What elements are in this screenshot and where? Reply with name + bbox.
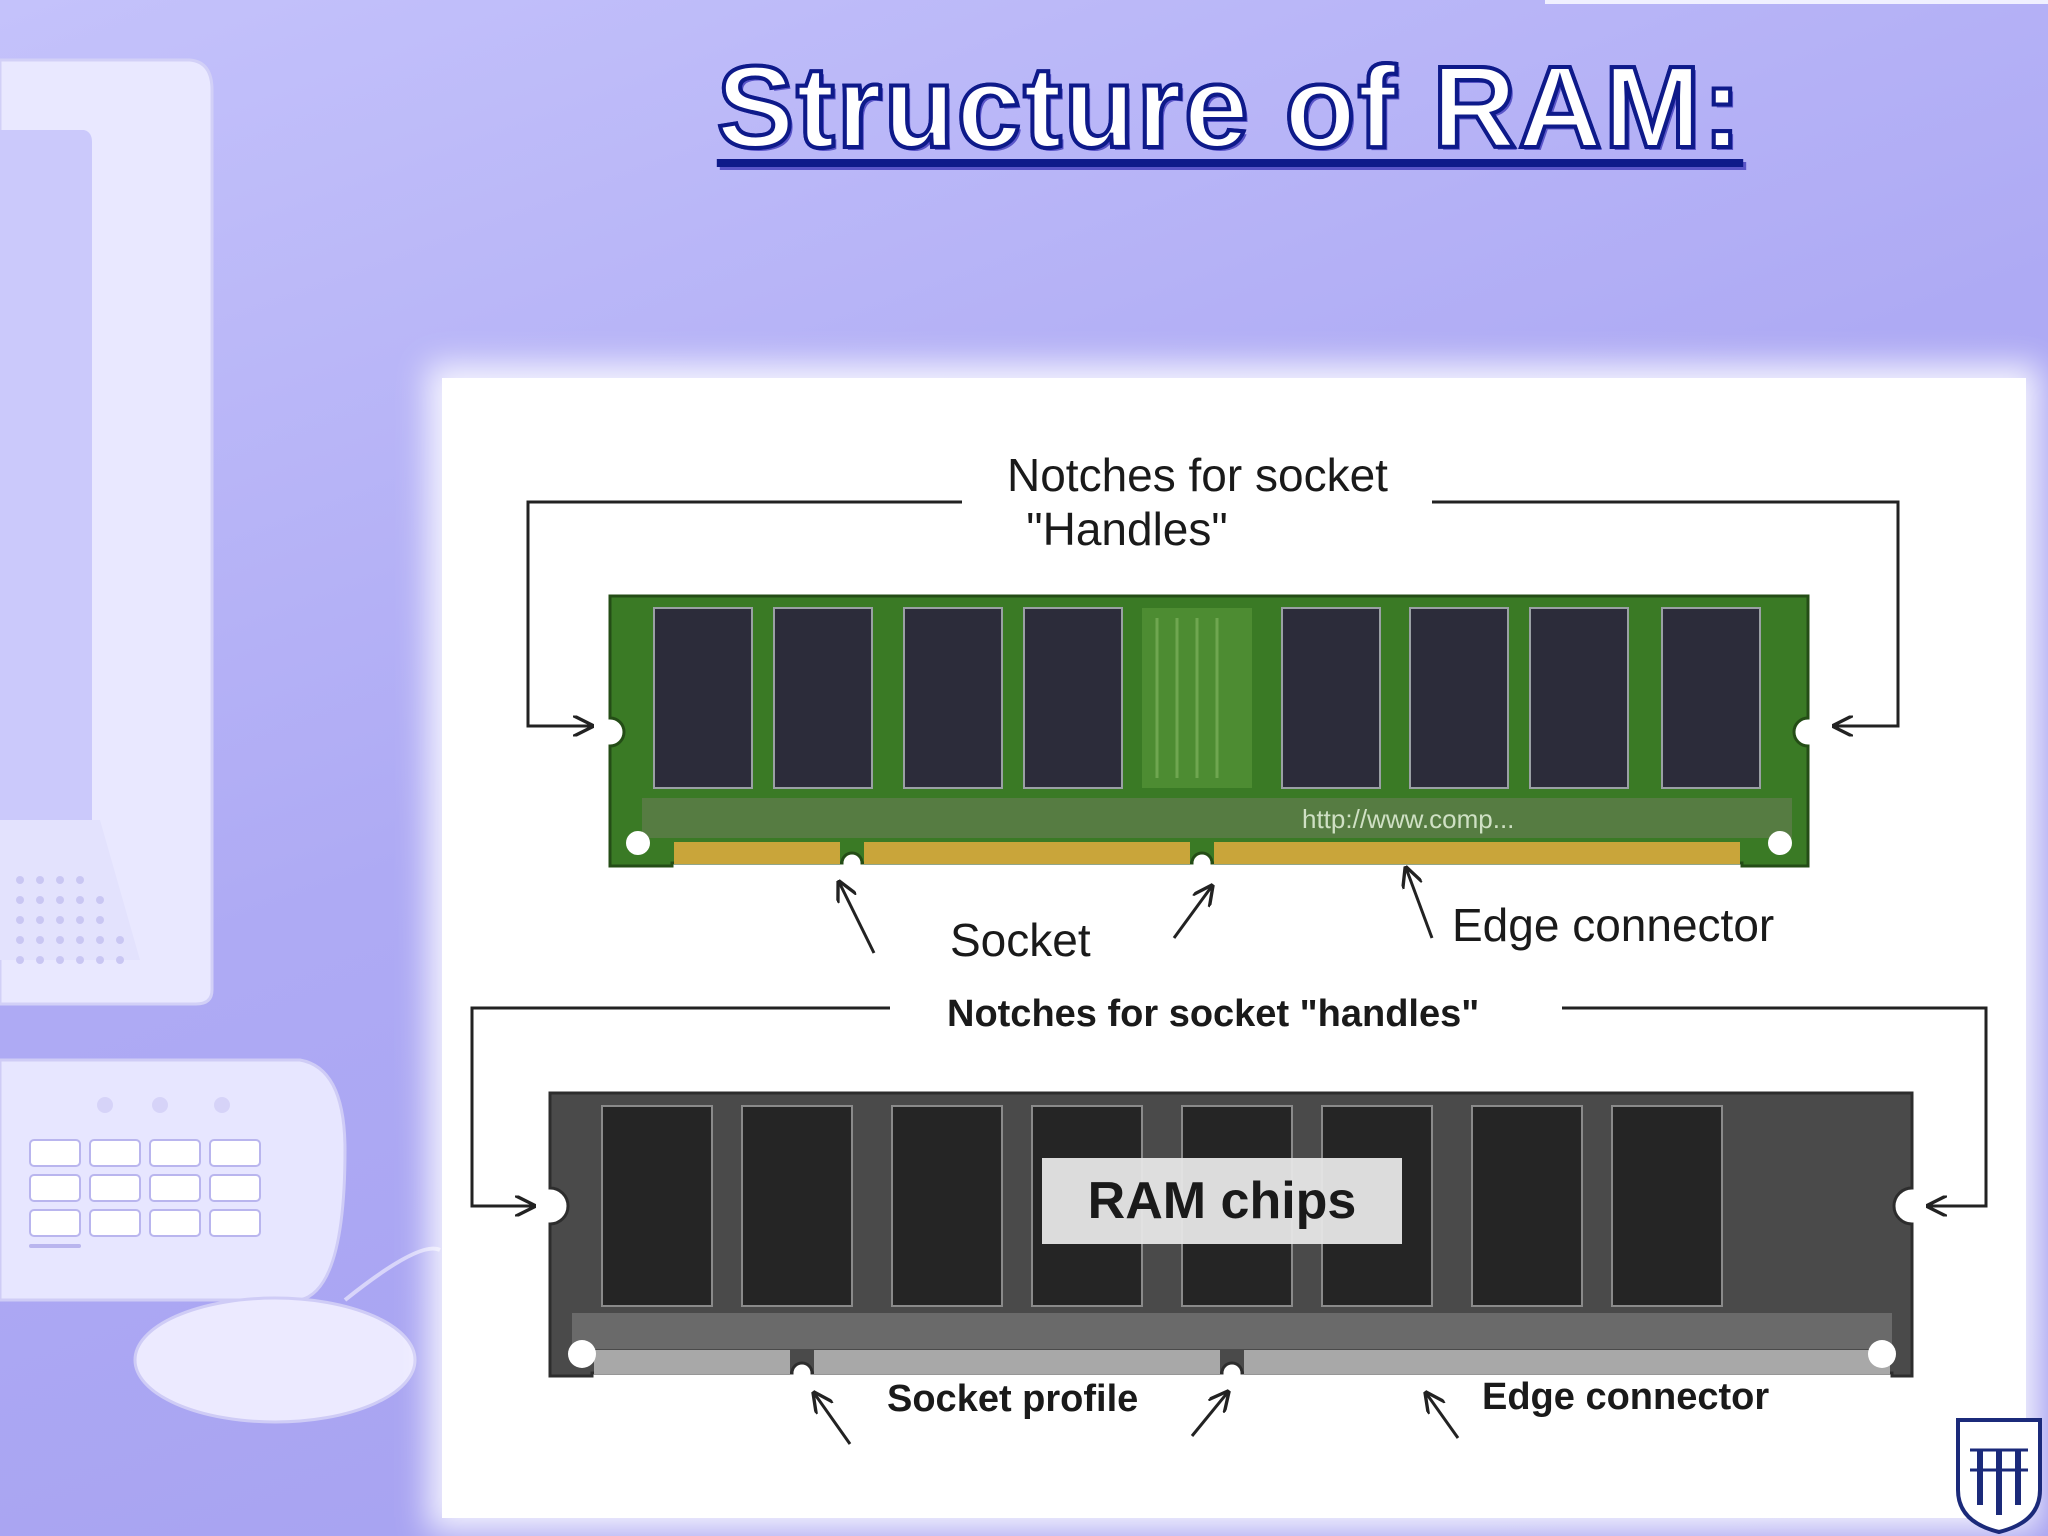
bottom-edge-connector-label: Edge connector bbox=[1482, 1376, 1770, 1418]
bottom-notch-bracket-right bbox=[1562, 1006, 1988, 1206]
top-notches-label-line2: "Handles" bbox=[1026, 503, 1228, 555]
socket-profile-arrow-left bbox=[814, 1393, 852, 1445]
ram-diagram-panel: http://www.comp... bbox=[442, 378, 2026, 1518]
institution-logo bbox=[1956, 1418, 2042, 1535]
top-notches-label-line1: Notches for socket bbox=[1007, 449, 1388, 501]
top-notches-label: Notches for socket "Handles" bbox=[1007, 448, 1388, 556]
socket-arrow-left bbox=[839, 882, 876, 954]
keyboard-leds bbox=[97, 1097, 230, 1113]
top-edge-connector-label: Edge connector bbox=[1452, 899, 1775, 951]
top-pins-right bbox=[1214, 842, 1740, 864]
keyboard-keys bbox=[29, 1139, 261, 1248]
socket-profile-arrow-right bbox=[1190, 1392, 1228, 1437]
edge-arrow-top bbox=[1406, 868, 1434, 939]
bottom-pins-mid bbox=[814, 1350, 1220, 1374]
top-chips bbox=[653, 607, 1761, 789]
slide-title: Structure of RAM: bbox=[715, 40, 1744, 174]
top-pins-left bbox=[674, 842, 840, 864]
bottom-pins-right bbox=[1244, 1350, 1890, 1374]
top-notch-bracket-right bbox=[1432, 500, 1900, 726]
bottom-pins-left bbox=[594, 1350, 790, 1374]
socket-arrow-right bbox=[1172, 886, 1212, 939]
top-watermark: http://www.comp... bbox=[1302, 804, 1514, 834]
mouse bbox=[133, 1296, 417, 1424]
speaker-grille bbox=[16, 876, 124, 964]
monitor-lower bbox=[0, 820, 140, 960]
socket-profile-label: Socket profile bbox=[887, 1378, 1139, 1420]
socket-label: Socket bbox=[950, 914, 1091, 966]
top-notch-bracket-left bbox=[526, 500, 962, 726]
ram-chips-label: RAM chips bbox=[1042, 1158, 1402, 1244]
top-pins-mid bbox=[864, 842, 1190, 864]
monitor-screen bbox=[0, 130, 92, 820]
edge-arrow-bottom bbox=[1426, 1393, 1460, 1439]
bottom-notches-label: Notches for socket "handles" bbox=[947, 993, 1480, 1035]
bottom-notch-bracket-left bbox=[470, 1006, 890, 1206]
top-ram-module: http://www.comp... bbox=[526, 500, 1900, 954]
